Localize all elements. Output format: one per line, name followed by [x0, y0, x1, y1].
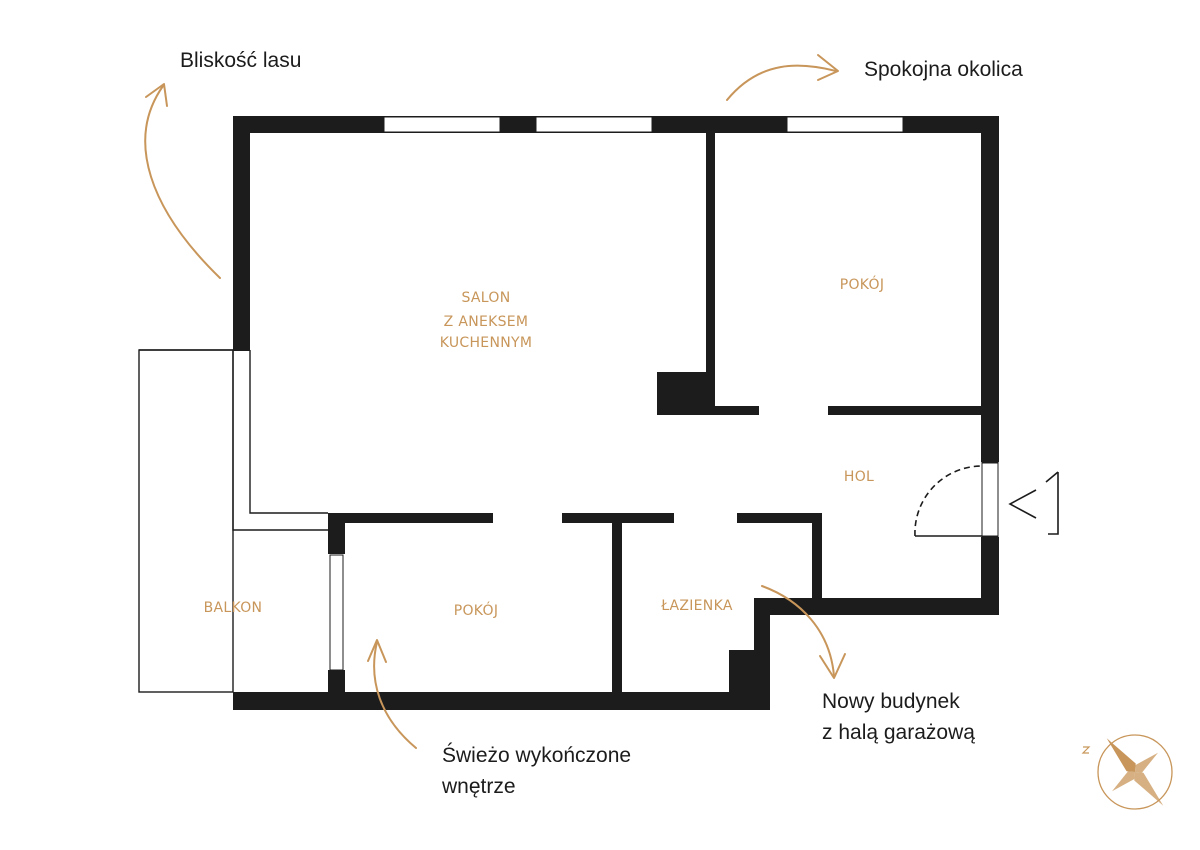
annotation-new-building: Nowy budynek z halą garażową	[822, 690, 975, 744]
wall-bottom	[233, 692, 770, 710]
wall-lazienka-left	[612, 513, 622, 692]
wall-middle-right	[737, 513, 821, 523]
wall-step-block	[729, 650, 754, 692]
windows	[329, 116, 904, 671]
annotation-fresh-interior: Świeżo wykończone wnętrze	[442, 744, 632, 798]
wall-middle-left	[328, 513, 493, 523]
entrance-arrow-icon	[1008, 471, 1059, 535]
window	[383, 116, 501, 133]
balcony	[138, 349, 328, 693]
wall-lazienka-right	[812, 513, 822, 608]
room-label-balkon: BALKON	[204, 600, 263, 616]
door-swing-arc	[914, 465, 983, 537]
window	[786, 116, 904, 133]
room-label-pokoj: POKÓJ	[454, 601, 499, 619]
room-label-hol: HOL	[844, 469, 874, 485]
room-label-salon: KUCHENNYM	[440, 335, 532, 351]
annotation-arrow-interior	[367, 639, 417, 749]
wall-left-upper	[233, 116, 250, 351]
wall-pokoj-left-lower	[328, 670, 345, 692]
annotation-arrow-forest	[144, 83, 221, 279]
wall-right-upper	[981, 116, 999, 462]
room-label-salon: SALON	[461, 290, 510, 306]
annotation-arrow-building	[761, 585, 846, 679]
entrance-door	[914, 460, 999, 539]
wall-pokoj-bottom-left	[706, 406, 759, 415]
wall-column	[657, 372, 706, 415]
wall-right-lower	[981, 537, 999, 615]
room-label-lazienka: ŁAZIENKA	[660, 598, 733, 614]
walls	[233, 116, 999, 710]
window	[329, 554, 344, 671]
wall-pokoj-left	[706, 133, 715, 415]
wall-step-vertical	[754, 598, 770, 710]
wall-pokoj-bottom-right	[828, 406, 981, 415]
compass-rose-icon	[1081, 734, 1173, 810]
annotation-forest: Bliskość lasu	[180, 49, 302, 72]
annotation-arrow-quiet	[726, 54, 839, 101]
room-label-pokoj: POKÓJ	[840, 275, 885, 293]
wall-pokoj-left-upper	[328, 513, 345, 554]
annotation-quiet-area: Spokojna okolica	[864, 58, 1023, 81]
balcony-outline	[138, 349, 234, 693]
room-label-salon: Z ANEKSEM	[444, 314, 529, 330]
window	[535, 116, 653, 133]
